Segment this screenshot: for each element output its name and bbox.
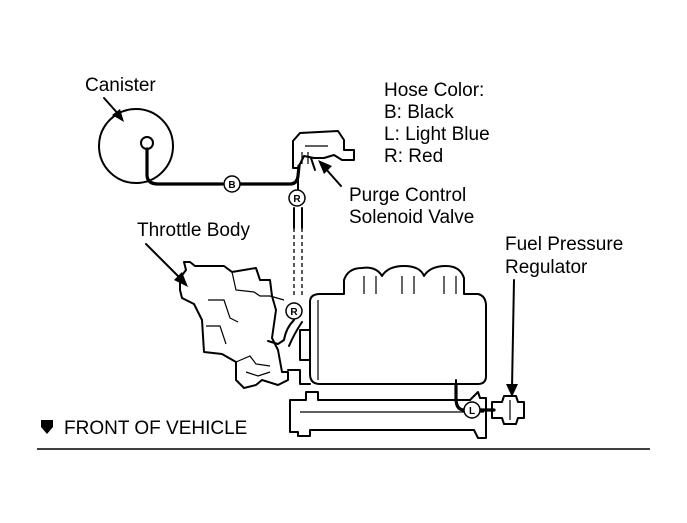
hose-color-black: B: Black (384, 102, 454, 123)
hose-tag-red-lower: R (285, 302, 303, 320)
hose-tag-black: B (223, 175, 241, 193)
red-hose (267, 167, 303, 347)
canister-pointer-arrow (103, 97, 124, 122)
hose-color-light-blue: L: Light Blue (384, 124, 490, 145)
fuel-pressure-regulator-label-line1: Fuel Pressure (505, 234, 623, 255)
fuel-rail (289, 391, 487, 439)
intake-manifold (287, 265, 487, 385)
hose-color-title: Hose Color: (384, 80, 484, 101)
purge-control-solenoid-valve (292, 130, 355, 171)
throttle-body (179, 261, 289, 389)
canister (98, 108, 174, 184)
hose-color-legend: Hose Color: B: Black L: Light Blue R: Re… (384, 80, 490, 167)
throttle-body-pointer-arrow (145, 243, 188, 287)
hose-tag-light-blue: L (463, 401, 481, 419)
hose-color-red: R: Red (384, 146, 443, 167)
fuel-pressure-regulator (491, 395, 525, 425)
throttle-body-label: Throttle Body (137, 220, 250, 241)
purge-valve-label-line1: Purge Control (349, 185, 466, 206)
purge-valve-pointer-arrow (318, 160, 342, 187)
svg-text:B: B (228, 180, 235, 191)
hose-tag-red-upper: R (288, 189, 306, 207)
front-of-vehicle-label: FRONT OF VEHICLE (64, 418, 247, 439)
fuel-regulator-pointer-arrow (506, 279, 518, 397)
front-arrow-icon (41, 420, 53, 434)
purge-valve-label-line2: Solenoid Valve (349, 207, 474, 228)
black-hose (145, 147, 301, 186)
canister-label: Canister (85, 75, 156, 96)
svg-text:R: R (290, 307, 298, 318)
fuel-pressure-regulator-label-line2: Regulator (505, 257, 588, 278)
svg-text:R: R (293, 194, 301, 205)
svg-text:L: L (469, 406, 475, 417)
